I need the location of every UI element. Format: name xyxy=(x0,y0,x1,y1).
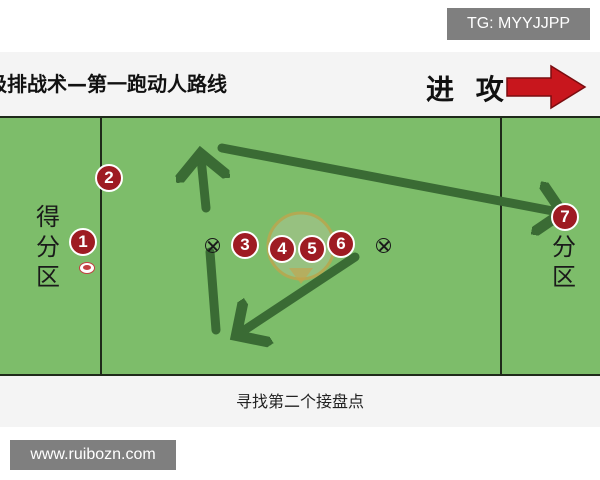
field-cone-marker xyxy=(205,238,220,253)
watermark-tg: TG: MYYJJPP xyxy=(447,8,590,40)
player-marker: 2 xyxy=(95,164,123,192)
left-endzone-char: 分 xyxy=(36,233,60,261)
disc-icon xyxy=(79,262,95,274)
right-endzone-char: 区 xyxy=(552,263,576,291)
right-goal-line xyxy=(500,116,502,376)
path-upfield-cut xyxy=(201,158,206,213)
path-back-cut xyxy=(205,247,221,335)
path-long-run xyxy=(217,143,558,212)
field-cone-marker xyxy=(376,238,391,253)
left-endzone-label: 得 分 区 xyxy=(32,202,64,292)
player-marker: 4 xyxy=(268,235,296,263)
player-marker: 3 xyxy=(231,231,259,259)
attack-arrow-icon xyxy=(506,64,587,110)
attack-label: 进 攻 xyxy=(426,73,510,106)
diagram-caption: 寻找第二个接盘点 xyxy=(235,392,364,411)
player-marker: 5 xyxy=(298,235,326,263)
player-marker: 7 xyxy=(551,203,579,231)
left-endzone-char: 得 xyxy=(36,203,60,231)
player-marker: 1 xyxy=(69,228,97,256)
diagram-title: 极排战术—第一跑动人路线 xyxy=(0,72,227,96)
path-return-cut xyxy=(240,252,360,333)
player-marker: 6 xyxy=(327,230,355,258)
watermark-site: www.ruibozn.com xyxy=(10,440,176,470)
left-endzone-char: 区 xyxy=(36,263,60,291)
left-goal-line xyxy=(100,116,102,376)
